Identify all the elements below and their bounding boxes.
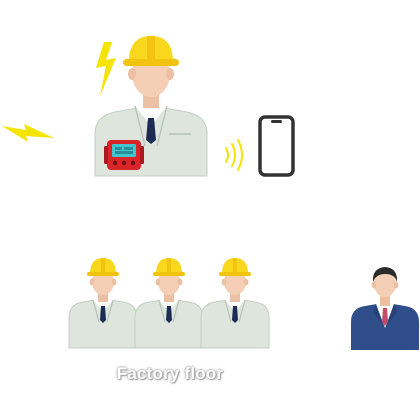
worker-icon	[200, 257, 270, 349]
lightning-bolt-icon	[2, 124, 54, 142]
gas-detector-icon	[104, 140, 144, 170]
manager-icon	[351, 267, 419, 350]
smartphone-icon	[258, 115, 295, 177]
worker-icon	[134, 257, 204, 349]
lightning-bolt-icon	[96, 42, 116, 96]
wireless-signal-icon	[225, 139, 243, 171]
scene-caption: Factory floor	[116, 364, 224, 383]
worker-icon	[68, 257, 138, 349]
